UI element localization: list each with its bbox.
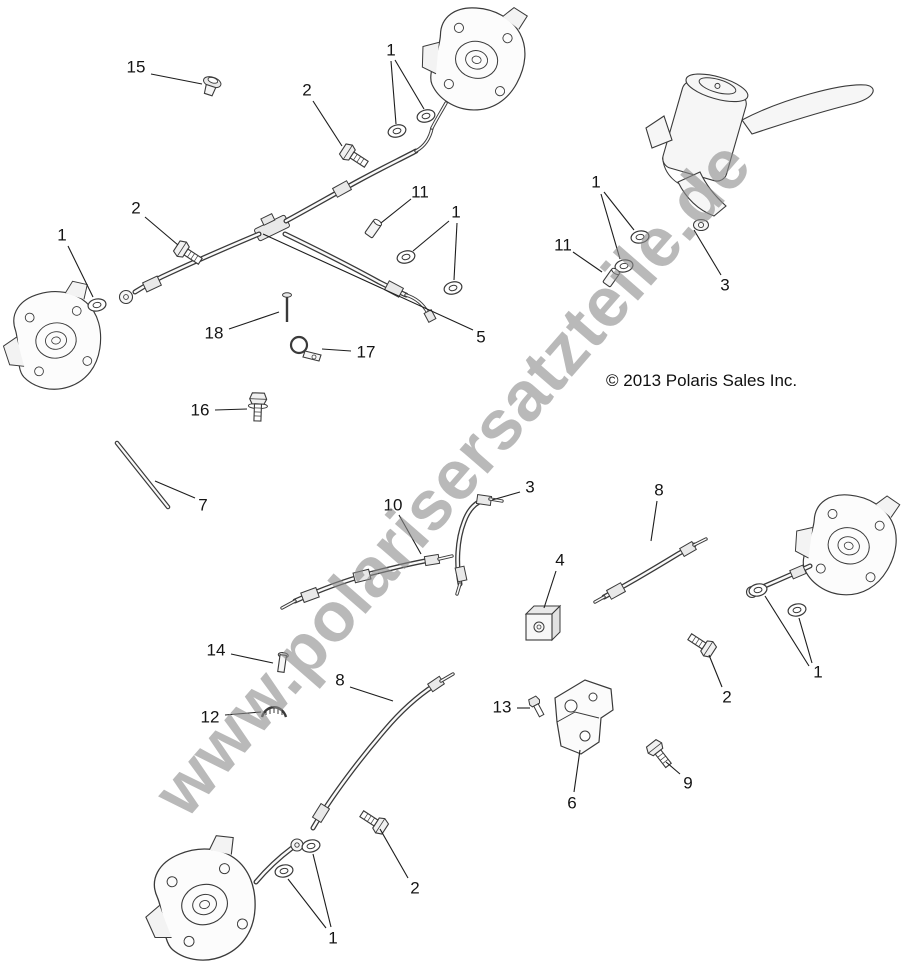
callout-12: 12 bbox=[200, 707, 220, 727]
spacer-14 bbox=[277, 652, 289, 673]
lever-perch bbox=[645, 115, 673, 149]
callout-14: 14 bbox=[206, 640, 226, 660]
washer bbox=[395, 248, 417, 266]
brake-lever bbox=[741, 84, 874, 135]
callout-8: 8 bbox=[335, 670, 345, 690]
banjo-bolt bbox=[692, 218, 710, 232]
master-cylinder-assembly bbox=[645, 73, 874, 232]
callout-6: 6 bbox=[567, 793, 577, 813]
rod-7 bbox=[114, 440, 171, 510]
washer bbox=[786, 601, 808, 619]
callout-13: 13 bbox=[492, 697, 512, 717]
bolt-2-bottom bbox=[356, 806, 391, 837]
callout-1: 1 bbox=[57, 225, 67, 245]
bolt-16 bbox=[247, 392, 268, 422]
brake-line-8-right bbox=[593, 537, 708, 604]
cylinder-body bbox=[677, 171, 727, 217]
brake-line-3 bbox=[454, 494, 504, 596]
lower-caliper-line bbox=[253, 838, 304, 885]
callout-2: 2 bbox=[410, 878, 420, 898]
callout-9: 9 bbox=[683, 773, 693, 793]
caliper-front-left bbox=[0, 277, 109, 397]
callout-3: 3 bbox=[525, 477, 535, 497]
reservoir bbox=[662, 73, 749, 189]
washer bbox=[415, 107, 437, 125]
bolt-2-top bbox=[337, 141, 372, 172]
caliper-rear-right bbox=[783, 476, 908, 606]
fitting-15 bbox=[203, 76, 222, 97]
callout-1: 1 bbox=[451, 202, 461, 222]
callout-7: 7 bbox=[198, 495, 208, 515]
washer bbox=[273, 862, 295, 880]
mounting-bracket bbox=[554, 679, 614, 755]
banjo-end bbox=[118, 289, 134, 305]
callout-1: 1 bbox=[328, 928, 338, 948]
copyright-text: © 2013 Polaris Sales Inc. bbox=[606, 371, 798, 390]
callout-4: 4 bbox=[555, 550, 565, 570]
brake-line-8-lower bbox=[310, 672, 455, 831]
washer bbox=[442, 279, 464, 297]
fitting-11-left bbox=[364, 217, 384, 239]
callout-2: 2 bbox=[131, 198, 141, 218]
callout-1: 1 bbox=[591, 172, 601, 192]
callout-8: 8 bbox=[654, 480, 664, 500]
clamp-12 bbox=[260, 706, 288, 718]
pin-18 bbox=[282, 292, 292, 322]
screw-13 bbox=[528, 695, 545, 718]
clamp-17 bbox=[289, 335, 322, 362]
callout-1: 1 bbox=[386, 40, 396, 60]
callout-5: 5 bbox=[476, 327, 486, 347]
junction-block bbox=[524, 604, 562, 642]
callout-1: 1 bbox=[813, 662, 823, 682]
banjo-end bbox=[290, 838, 304, 852]
callout-15: 15 bbox=[126, 57, 146, 77]
washer bbox=[386, 122, 408, 140]
callout-11: 11 bbox=[411, 182, 429, 202]
callout-18: 18 bbox=[204, 323, 224, 343]
callout-11: 11 bbox=[554, 235, 572, 255]
caliper-rear-lower bbox=[130, 829, 269, 969]
callout-17: 17 bbox=[356, 342, 376, 362]
callout-10: 10 bbox=[383, 495, 403, 515]
fitting-11-right bbox=[602, 266, 622, 288]
callout-3: 3 bbox=[720, 275, 730, 295]
caliper-front-upper bbox=[411, 0, 536, 120]
brake-line-10 bbox=[280, 553, 454, 610]
callout-2: 2 bbox=[302, 80, 312, 100]
callout-2: 2 bbox=[722, 687, 732, 707]
callout-16: 16 bbox=[190, 400, 210, 420]
bolt-2-right bbox=[684, 629, 719, 660]
washer bbox=[629, 228, 651, 246]
bolt-9 bbox=[643, 737, 676, 772]
washer bbox=[300, 837, 322, 855]
